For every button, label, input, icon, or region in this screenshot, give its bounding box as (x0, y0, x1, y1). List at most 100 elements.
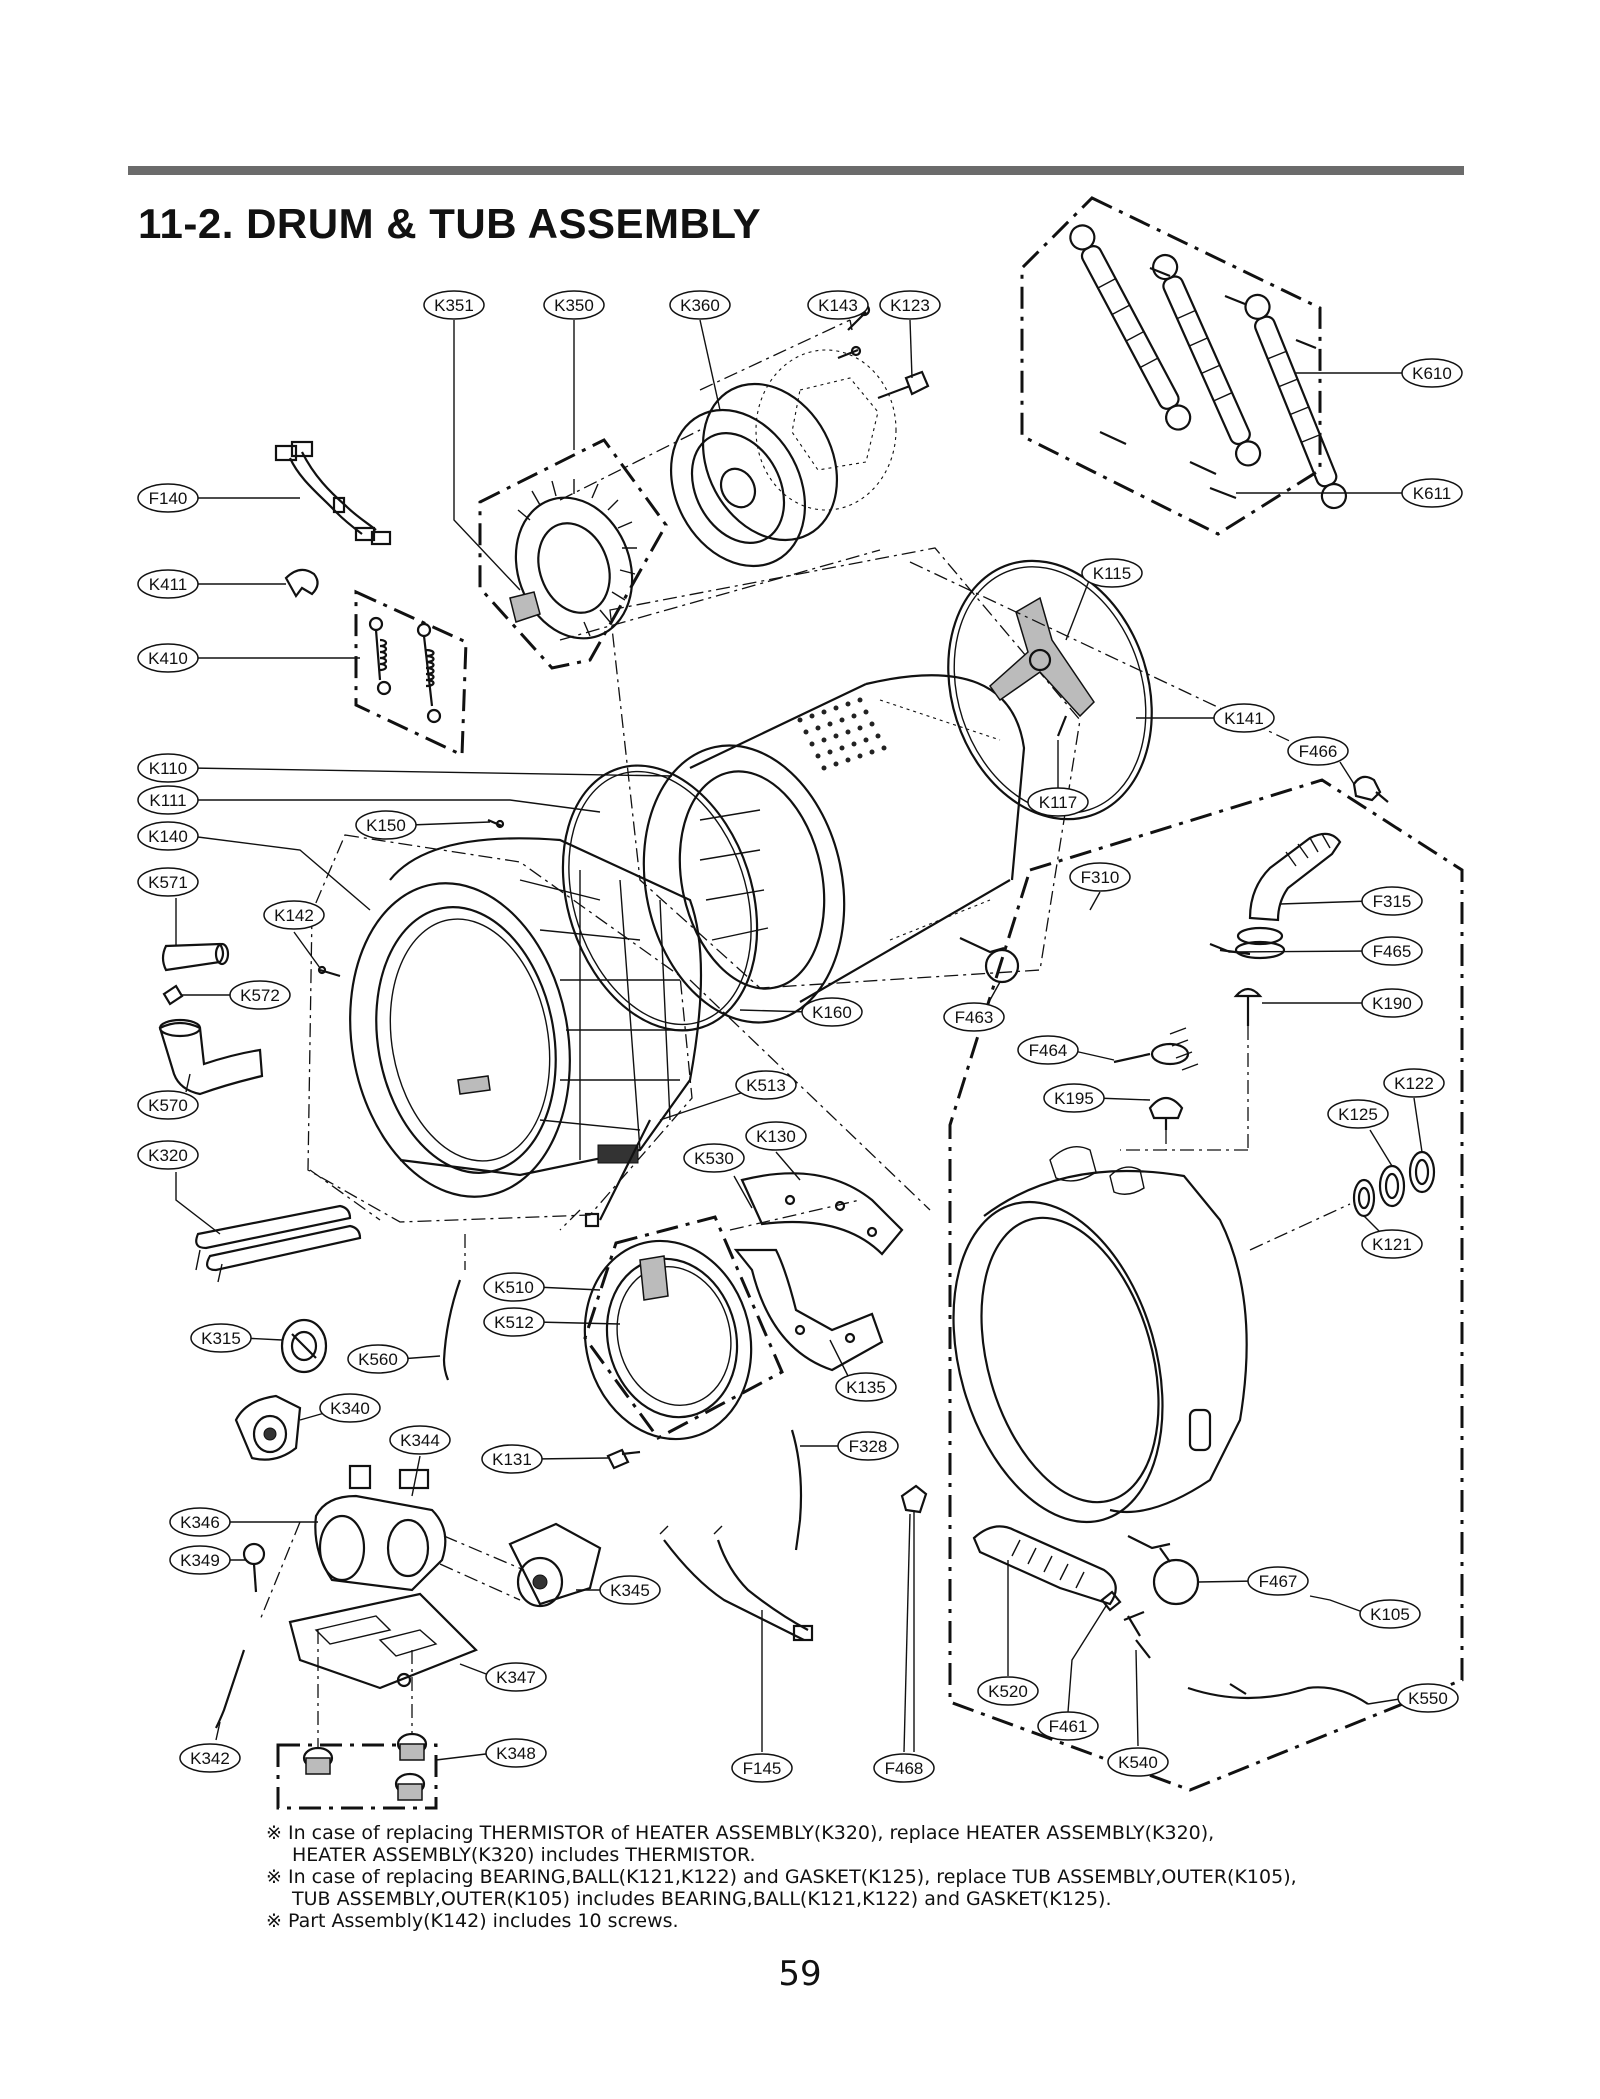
leader-k105 (1309, 1595, 1369, 1615)
note-1: ※ In case of replacing THERMISTOR of HEA… (266, 1822, 1297, 1866)
leader-f310 (1089, 891, 1101, 911)
callout-k143: K143 (807, 290, 869, 320)
callout-oval-k346 (169, 1507, 231, 1537)
callout-oval-k122 (1383, 1068, 1445, 1098)
callout-label-f315: F315 (1373, 892, 1412, 911)
callout-oval-k520 (977, 1676, 1039, 1706)
callout-k345: K345 (599, 1575, 661, 1605)
valve-k190 (1233, 987, 1263, 1026)
callout-k520: K520 (977, 1676, 1039, 1706)
note-1-mark: ※ (266, 1822, 282, 1844)
leader-k135 (829, 1339, 849, 1377)
callout-label-k111: K111 (149, 791, 186, 810)
leader-k530 (733, 1175, 753, 1209)
callout-label-k572: K572 (240, 986, 280, 1005)
callout-oval-k349 (169, 1545, 231, 1575)
header-rule (128, 166, 1464, 175)
clamp-f464 (1113, 1042, 1190, 1066)
leader-k111 (190, 799, 601, 813)
leader-k140 (189, 835, 371, 911)
feet-k348 (302, 1732, 428, 1801)
callout-label-k510: K510 (494, 1278, 534, 1297)
balance-weight-k130 (740, 1172, 904, 1256)
callout-label-k190: K190 (1372, 994, 1412, 1013)
leader-f465 (1229, 950, 1371, 953)
callout-k150: K150 (355, 810, 417, 840)
callout-oval-k142 (263, 900, 325, 930)
callout-oval-k123 (879, 290, 941, 320)
callout-label-k513: K513 (746, 1076, 786, 1095)
leader-k348 (435, 1752, 495, 1761)
rotor-assembly (669, 349, 897, 568)
callout-k540: K540 (1107, 1747, 1169, 1777)
callout-k349: K349 (169, 1545, 231, 1575)
callout-k160: K160 (801, 997, 863, 1027)
callout-label-f463: F463 (955, 1008, 994, 1027)
cap-k195 (1148, 1096, 1184, 1130)
callout-k351: K351 (423, 290, 485, 320)
callout-oval-k540 (1107, 1747, 1169, 1777)
callout-k117: K117 (1027, 787, 1089, 817)
wire-k342 (215, 1649, 246, 1729)
callout-label-k360: K360 (680, 296, 720, 315)
callout-k348: K348 (485, 1738, 547, 1768)
leader-f467 (1197, 1580, 1257, 1583)
callout-k131: K131 (481, 1444, 543, 1474)
callout-k340: K340 (319, 1393, 381, 1423)
clamp-f463 (959, 937, 1020, 984)
callout-label-f461: F461 (1049, 1717, 1088, 1736)
callout-f465: F465 (1361, 936, 1423, 966)
callout-oval-k344 (389, 1425, 451, 1455)
callout-oval-f466 (1287, 736, 1349, 766)
callout-label-k125: K125 (1338, 1105, 1378, 1124)
callout-f466: F466 (1287, 736, 1349, 766)
callout-label-k130: K130 (756, 1127, 796, 1146)
leader-k195 (1095, 1097, 1151, 1101)
callout-f464: F464 (1017, 1035, 1079, 1065)
callout-k130: K130 (745, 1121, 807, 1151)
callout-oval-k111 (137, 785, 199, 815)
note-2-line1: In case of replacing BEARING,BALL(K121,K… (287, 1866, 1297, 1888)
callout-label-k121: K121 (1372, 1235, 1412, 1254)
callout-oval-f461 (1037, 1711, 1099, 1741)
note-3-mark: ※ (266, 1910, 282, 1932)
callout-k570: K570 (137, 1090, 199, 1120)
callout-label-k348: K348 (496, 1744, 536, 1763)
callout-oval-k121 (1361, 1229, 1423, 1259)
callout-k110: K110 (137, 753, 199, 783)
sensor-f461 (1100, 1590, 1122, 1612)
callout-f463: F463 (943, 1002, 1005, 1032)
callout-label-k351: K351 (434, 296, 474, 315)
hose-k560 (442, 1279, 462, 1381)
callout-label-k344: K344 (400, 1431, 440, 1450)
callout-oval-k350 (543, 290, 605, 320)
callout-k571: K571 (137, 867, 199, 897)
leader-k130 (775, 1151, 801, 1181)
screw-k349 (242, 1542, 266, 1593)
leader-k342 (215, 1721, 221, 1741)
callout-label-k142: K142 (274, 906, 314, 925)
callout-label-k122: K122 (1394, 1074, 1434, 1093)
note-3-line1: Part Assembly(K142) includes 10 screws. (287, 1910, 679, 1932)
callout-oval-f315 (1361, 886, 1423, 916)
leader-k121 (1363, 1215, 1381, 1233)
gasket-k111 (561, 764, 759, 1032)
callout-k125: K125 (1327, 1099, 1389, 1129)
callout-k123: K123 (879, 290, 941, 320)
callout-oval-k130 (745, 1121, 807, 1151)
callout-oval-f463 (943, 1002, 1005, 1032)
group-outlines (276, 196, 1464, 1810)
outer-tub-k105 (952, 1146, 1248, 1524)
leader-f466 (1339, 761, 1355, 785)
callout-k141: K141 (1213, 703, 1275, 733)
callout-oval-k347 (485, 1662, 547, 1692)
callout-oval-k513 (735, 1070, 797, 1100)
callout-f140: F140 (137, 483, 199, 513)
leader-k510 (535, 1286, 601, 1291)
callout-k513: K513 (735, 1070, 797, 1100)
callout-label-k117: K117 (1039, 793, 1077, 812)
wire-k550 (1187, 1683, 1369, 1705)
callout-oval-k510 (483, 1272, 545, 1302)
callout-label-f145: F145 (743, 1759, 782, 1778)
callout-k572: K572 (229, 980, 291, 1010)
